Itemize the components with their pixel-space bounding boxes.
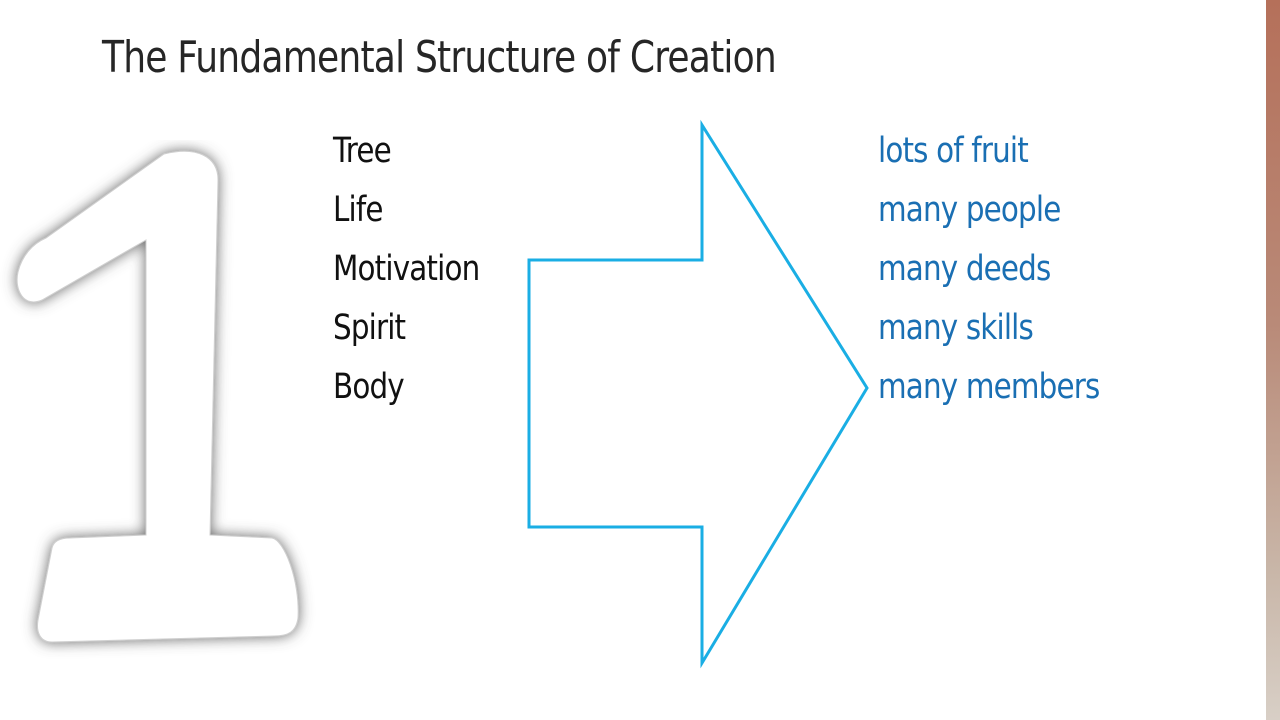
left-term: Spirit bbox=[333, 308, 406, 348]
slide-title: The Fundamental Structure of Creation bbox=[102, 32, 777, 83]
numeral-one-icon bbox=[16, 150, 299, 643]
arrow-outline bbox=[527, 119, 869, 669]
left-term: Tree bbox=[333, 131, 392, 171]
left-term: Motivation bbox=[333, 249, 480, 289]
right-term: lots of fruit bbox=[878, 131, 1029, 171]
right-term: many members bbox=[878, 367, 1100, 407]
left-term-list: Tree Life Motivation Spirit Body bbox=[333, 122, 507, 417]
right-term: many deeds bbox=[878, 249, 1051, 289]
left-term: Body bbox=[333, 367, 405, 407]
decorative-side-strip bbox=[1266, 0, 1280, 720]
numeral-one-shape bbox=[16, 150, 299, 643]
right-term: many skills bbox=[878, 308, 1034, 348]
right-arrow-outline-icon bbox=[527, 119, 869, 669]
right-term: many people bbox=[878, 190, 1061, 230]
right-term-list: lots of fruit many people many deeds man… bbox=[878, 122, 1142, 417]
left-term: Life bbox=[333, 190, 383, 230]
